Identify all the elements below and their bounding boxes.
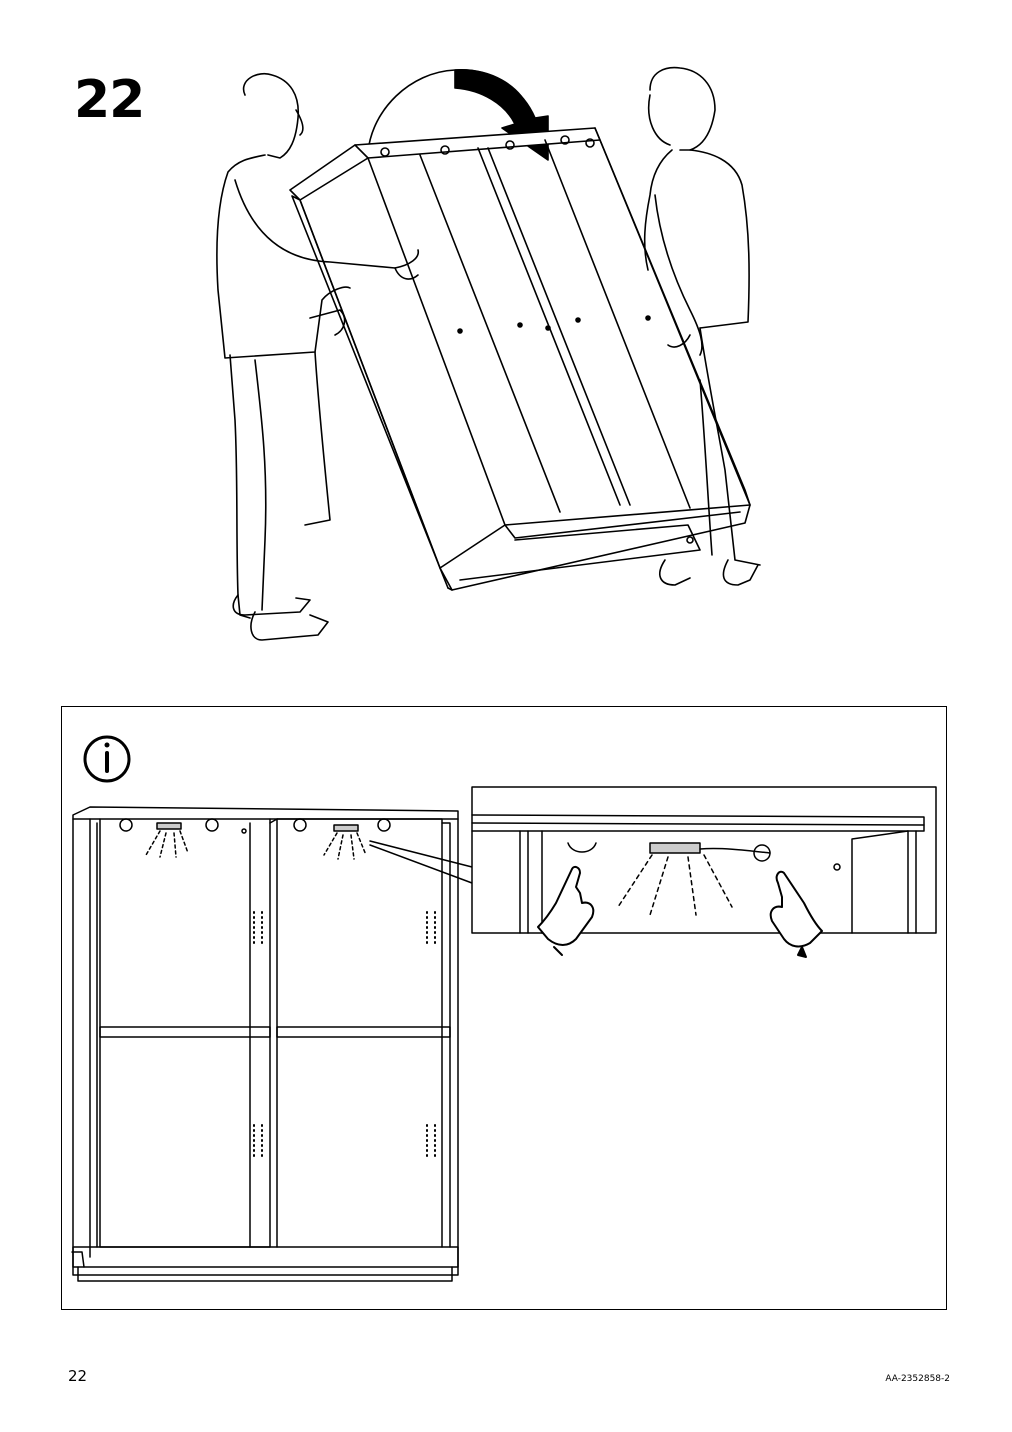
detail-callout: [471, 786, 937, 958]
person-man: [216, 73, 419, 641]
person-woman: [643, 66, 761, 586]
step-number: 22: [74, 70, 145, 130]
info-icon: [83, 735, 131, 783]
page-number: 22: [68, 1367, 88, 1385]
info-illustration: [71, 735, 937, 1282]
document-code: AA-2352858-2: [885, 1374, 950, 1384]
info-panel: [61, 706, 947, 1310]
cabinet-tilted: [289, 127, 751, 591]
pointing-hand-icon: [769, 870, 823, 958]
pointing-hand-icon: [537, 865, 595, 956]
step-illustration: [216, 66, 761, 641]
cabinet-front-view: [71, 806, 459, 1282]
zoom-lines: [369, 840, 473, 884]
